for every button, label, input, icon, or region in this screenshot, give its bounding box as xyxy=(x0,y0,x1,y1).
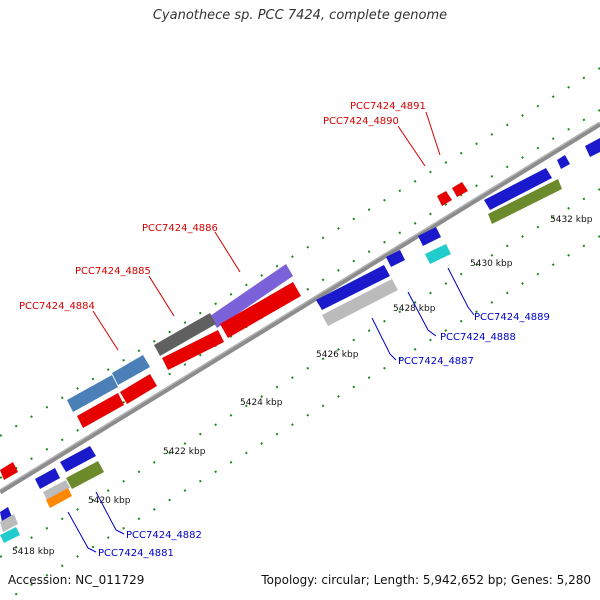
gene-block[interactable] xyxy=(60,446,96,472)
gene-block[interactable] xyxy=(220,282,301,338)
label-leader-line xyxy=(425,111,441,156)
gene-label-4891[interactable]: PCC7424_4891 xyxy=(350,101,426,112)
gene-block[interactable] xyxy=(386,250,405,267)
gene-label-4886[interactable]: PCC7424_4886 xyxy=(142,223,218,234)
genome-backbone-highlight xyxy=(0,121,600,491)
genome-summary-text: Topology: circular; Length: 5,942,652 bp… xyxy=(261,573,591,587)
gene-label-4881[interactable]: PCC7424_4881 xyxy=(98,548,174,559)
label-leader-line xyxy=(397,125,426,167)
scale-label: 5428 kbp xyxy=(393,304,436,314)
gene-block[interactable] xyxy=(0,527,20,543)
gene-block[interactable] xyxy=(0,462,18,480)
label-leader-line xyxy=(447,267,475,316)
label-leader-line xyxy=(371,317,397,361)
label-leader-line xyxy=(407,291,437,337)
gene-block[interactable] xyxy=(452,182,468,197)
label-leader-line xyxy=(92,310,119,351)
gene-block[interactable] xyxy=(154,313,216,356)
gene-block[interactable] xyxy=(112,355,150,385)
label-leader-line xyxy=(148,275,175,317)
label-leader-line xyxy=(67,511,97,553)
gene-block[interactable] xyxy=(162,330,224,370)
gene-label-4884[interactable]: PCC7424_4884 xyxy=(19,301,95,312)
gene-label-4889[interactable]: PCC7424_4889 xyxy=(474,312,550,323)
map-title: Cyanothece sp. PCC 7424, complete genome xyxy=(152,8,448,23)
gene-block[interactable] xyxy=(66,461,104,489)
outer-tick-track-upper xyxy=(0,67,600,437)
gene-block[interactable] xyxy=(437,191,452,206)
gene-block[interactable] xyxy=(484,168,552,210)
scale-label: 5418 kbp xyxy=(12,547,55,557)
accession-text: Accession: NC_011729 xyxy=(8,573,145,587)
scale-label: 5424 kbp xyxy=(240,398,283,408)
genome-backbone xyxy=(0,121,600,495)
scale-label: 5430 kbp xyxy=(470,259,513,269)
gene-label-4888[interactable]: PCC7424_4888 xyxy=(440,332,516,343)
label-leader-line xyxy=(214,231,241,273)
label-leader-line xyxy=(95,491,125,535)
gene-label-4882[interactable]: PCC7424_4882 xyxy=(126,530,202,541)
gene-block[interactable] xyxy=(210,264,293,328)
gene-block[interactable] xyxy=(35,468,60,489)
gene-block[interactable] xyxy=(418,227,441,246)
gene-block[interactable] xyxy=(67,375,118,412)
gene-block[interactable] xyxy=(43,480,70,500)
scale-label: 5420 kbp xyxy=(88,496,131,506)
scale-label: 5432 kbp xyxy=(550,215,593,225)
gene-block[interactable] xyxy=(316,265,390,310)
gene-block[interactable] xyxy=(0,514,18,532)
gene-block[interactable] xyxy=(46,488,72,508)
gene-label-4890[interactable]: PCC7424_4890 xyxy=(323,116,399,127)
gene-block[interactable] xyxy=(425,244,451,264)
gene-block[interactable] xyxy=(120,374,157,404)
gene-block[interactable] xyxy=(557,155,570,169)
gene-block[interactable] xyxy=(77,393,124,428)
gene-block[interactable] xyxy=(488,179,562,224)
scale-label: 5422 kbp xyxy=(163,447,206,457)
gene-label-4885[interactable]: PCC7424_4885 xyxy=(75,266,151,277)
gene-label-4887[interactable]: PCC7424_4887 xyxy=(398,356,474,367)
gene-block[interactable] xyxy=(322,279,398,326)
scale-label: 5426 kbp xyxy=(316,350,359,360)
gene-block[interactable] xyxy=(585,138,600,157)
